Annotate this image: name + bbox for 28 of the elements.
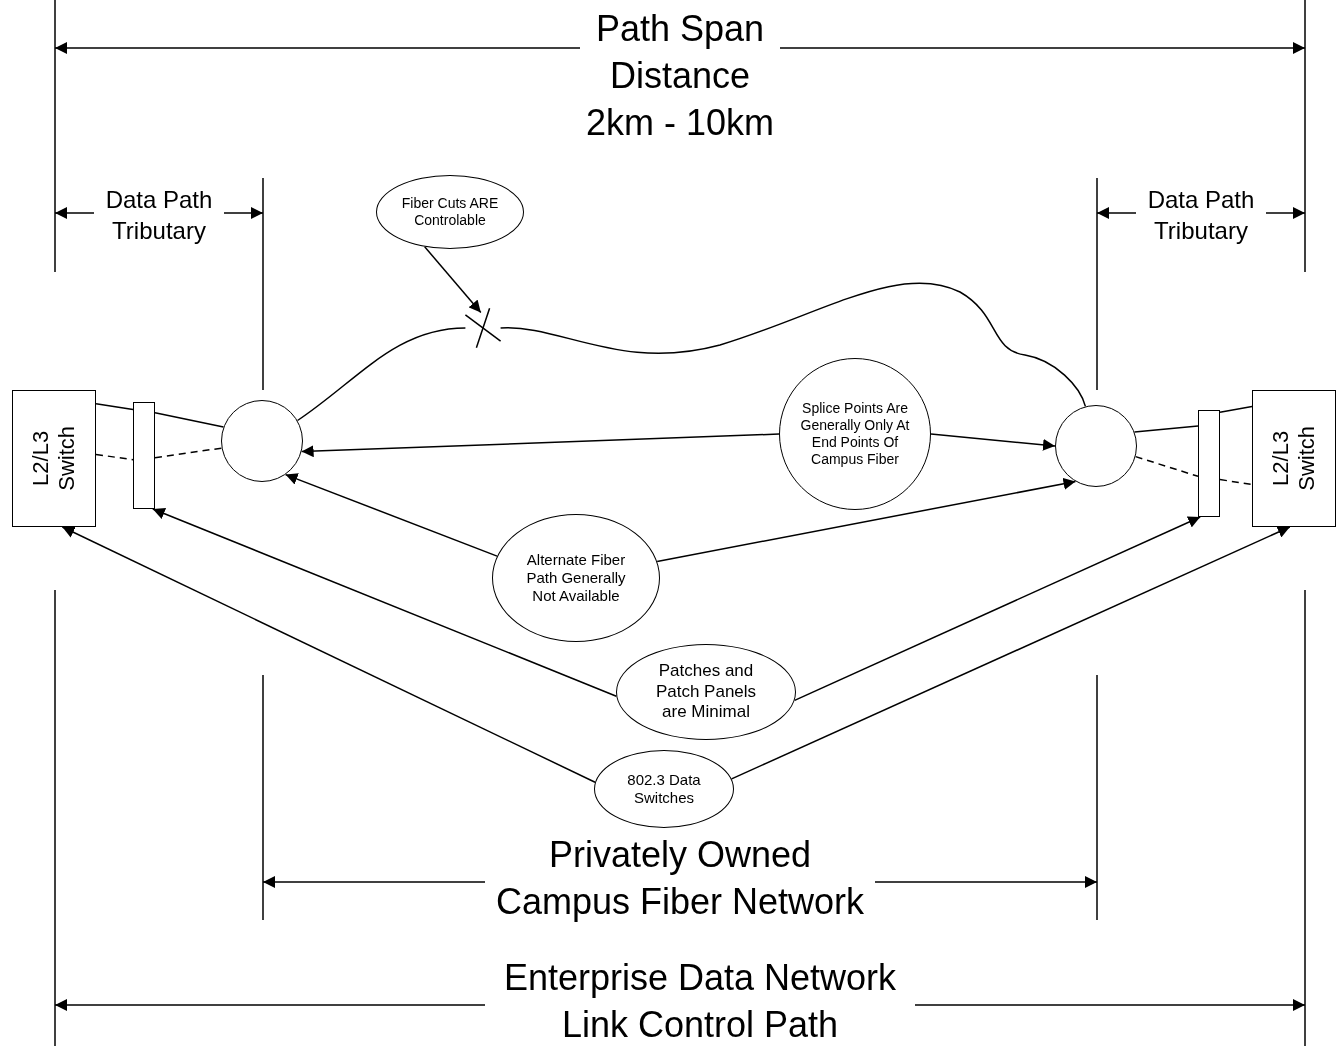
arrow (300, 433, 780, 458)
dashed-fiber-line (154, 447, 223, 459)
arrow (152, 507, 618, 697)
callout-ellipse: Patches and Patch Panels are Minimal (616, 644, 796, 740)
arrow (793, 516, 1201, 702)
patch-panel-bar (133, 402, 155, 509)
dashed-fiber-line (1219, 478, 1253, 486)
arrow (61, 526, 596, 783)
arrow (730, 526, 1291, 780)
fiber-line (499, 282, 1087, 408)
arrow (423, 246, 482, 314)
callout-ellipse: Alternate Fiber Path Generally Not Available (492, 514, 660, 642)
fiber-line (1133, 425, 1199, 433)
fiber-line (1219, 405, 1253, 413)
callout-ellipse: Fiber Cuts ARE Controlable (376, 175, 524, 249)
switch-box: L2/L3 Switch (1252, 390, 1336, 527)
patch-panel-bar (1198, 410, 1220, 517)
callout-circle: Splice Points Are Generally Only At End Points Of Campus Fiber (779, 358, 931, 510)
arrow (284, 473, 498, 557)
fiber-line (154, 411, 225, 428)
fiber-line (95, 402, 134, 411)
dashed-fiber-line (1134, 455, 1199, 478)
callout-ellipse: 802.3 Data Switches (594, 750, 734, 828)
arrow (930, 433, 1056, 451)
switch-box: L2/L3 Switch (12, 390, 96, 527)
arrow (656, 477, 1077, 563)
fiber-line (296, 327, 467, 422)
dashed-fiber-line (95, 453, 134, 461)
